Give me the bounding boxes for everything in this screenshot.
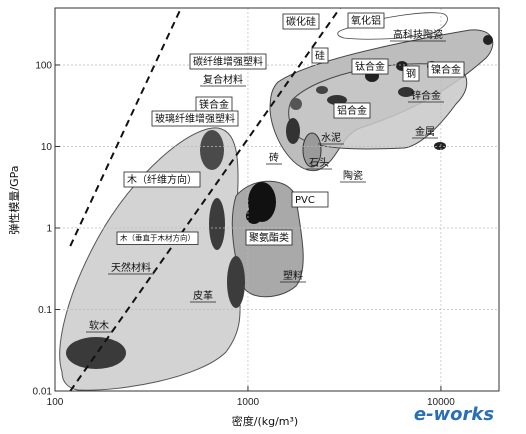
x-axis-label: 密度/(kg/m³) [232, 414, 298, 428]
y-axis-label: 弹性模量/GPa [7, 165, 21, 234]
y-tick-label: 0.1 [38, 305, 52, 316]
y-tick-label: 100 [35, 60, 52, 71]
material-label-box [351, 58, 389, 75]
material-label: 石头 [309, 157, 329, 169]
polymer-ellipse-2 [246, 208, 262, 224]
material-label-box [291, 191, 329, 208]
material-label-box [311, 47, 329, 64]
material-label: 皮革 [193, 289, 213, 302]
material-family-regions [59, 12, 494, 391]
material-label: 镍合金 [431, 63, 461, 76]
material-label: 氧化铝 [351, 14, 381, 27]
zn-alloy-ellipse [398, 87, 414, 97]
al-alloy-ellipse [327, 95, 347, 105]
material-label: 塑料 [283, 269, 303, 282]
wood-perp-ellipse [209, 198, 225, 250]
material-label-box [123, 171, 201, 188]
material-label-box [151, 110, 239, 127]
material-label-box [189, 53, 267, 70]
y-ticks: 0.01 0.1 1 10 100 [33, 60, 60, 398]
material-label-box [116, 231, 199, 245]
x-tick-label: 10000 [427, 397, 455, 408]
watermark-logo: e-works [414, 404, 495, 425]
guide-line [69, 7, 341, 392]
material-label: 碳纤维增强塑料 [193, 55, 263, 68]
cork-ellipse [66, 337, 126, 369]
stone-ellipse [302, 132, 322, 168]
guide-lines [69, 7, 341, 392]
material-label: 碳化硅 [286, 15, 316, 28]
brick-ellipse [286, 118, 300, 144]
material-label: 聚氨酯类 [249, 231, 289, 244]
material-label-box [333, 102, 371, 119]
material-label: 木（垂直于木材方向） [120, 233, 195, 243]
x-ticks: 100 1000 10000 [47, 386, 455, 408]
plot-frame [54, 7, 500, 392]
material-label: PVC [295, 195, 315, 206]
si-ellipse [316, 86, 328, 94]
material-label: 天然材料 [111, 261, 151, 274]
material-label: 钛合金 [355, 60, 385, 73]
x-tick-label: 100 [47, 397, 64, 408]
y-tick-label: 1 [46, 223, 52, 234]
material-label: 陶瓷 [343, 169, 363, 182]
metal-ellipse [434, 142, 446, 150]
wood-grain-ellipse [200, 130, 224, 170]
material-label: 高科技陶瓷 [393, 28, 443, 41]
material-label: 硅 [315, 49, 325, 62]
leather-ellipse [227, 256, 245, 308]
material-label: 铝合金 [337, 104, 367, 117]
material-label: 水泥 [321, 131, 341, 144]
material-label-box [347, 12, 385, 29]
material-label-box [402, 65, 420, 82]
sic-ellipse [483, 35, 493, 45]
material-label: 钢 [406, 67, 416, 80]
mg-alloy-ellipse [290, 98, 302, 110]
guide-line [69, 7, 182, 247]
material-label: 软木 [89, 319, 109, 332]
material-label: 木（纤维方向） [127, 173, 197, 186]
y-tick-label: 0.01 [33, 387, 53, 398]
material-label: 镁合金 [199, 98, 229, 111]
material-label: 砖 [269, 151, 279, 164]
material-label: 锌合金 [411, 89, 441, 102]
y-tick-label: 10 [41, 142, 53, 153]
material-label-box [282, 13, 320, 30]
material-label: 金属 [415, 125, 435, 138]
material-label: 玻璃纤维增强塑料 [155, 112, 235, 125]
material-label: 复合材料 [203, 73, 243, 86]
high-tech-ceramics-outline [337, 12, 448, 40]
material-label-box [427, 61, 465, 78]
x-tick-label: 1000 [237, 397, 260, 408]
material-label-box [245, 229, 293, 246]
metals-region [288, 63, 468, 150]
